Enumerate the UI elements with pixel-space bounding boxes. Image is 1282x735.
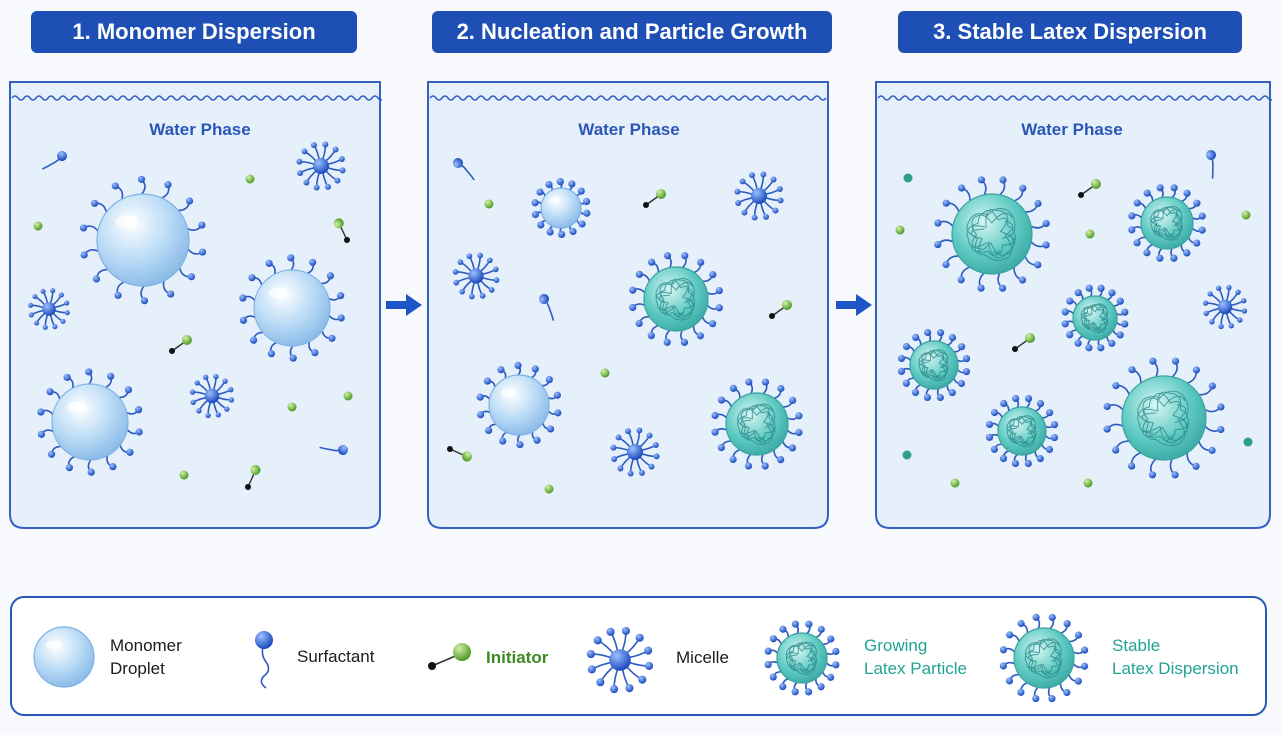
stage-1-title: 1. Monomer Dispersion xyxy=(72,19,316,44)
monomer-molecule xyxy=(245,174,255,184)
initiator-molecule xyxy=(1012,333,1035,352)
growing-latex-particle xyxy=(711,378,803,470)
micelle-icon xyxy=(586,626,654,694)
monomer-molecule xyxy=(343,391,353,401)
arrow-right-icon xyxy=(836,294,872,316)
micelle xyxy=(296,141,346,191)
monomer-molecule xyxy=(287,402,297,412)
growing-latex-particle xyxy=(764,620,840,696)
stable-latex-particle xyxy=(1061,284,1129,352)
initiator-icon xyxy=(428,643,471,670)
monomer-droplet xyxy=(476,361,562,449)
surfactant-icon xyxy=(255,631,273,689)
monomer-molecule xyxy=(902,450,912,460)
monomer-droplet xyxy=(531,178,591,238)
water-surface xyxy=(877,95,1272,101)
growing-latex-particle-icon xyxy=(764,620,840,696)
monomer-droplet xyxy=(33,626,95,688)
surfactant-molecule xyxy=(453,158,475,181)
legend-surfactant-label: Surfactant xyxy=(297,647,375,666)
monomer-molecule xyxy=(895,225,905,235)
monomer-molecule xyxy=(1085,229,1095,239)
monomer-molecule xyxy=(1243,437,1253,447)
stage-3-phase-label: Water Phase xyxy=(1021,120,1122,139)
legend-initiator-label: Initiator xyxy=(486,648,549,667)
arrow-right-icon xyxy=(386,294,422,316)
initiator-molecule xyxy=(1078,179,1101,198)
monomer-molecule xyxy=(903,173,913,183)
monomer-molecule xyxy=(544,484,554,494)
stage-1-header: 1. Monomer Dispersion xyxy=(31,11,357,53)
water-surface xyxy=(429,95,827,101)
micelle xyxy=(610,427,660,477)
stable-latex-particle xyxy=(985,394,1059,468)
growing-latex-particle xyxy=(629,252,723,346)
stage-3-title: 3. Stable Latex Dispersion xyxy=(933,19,1207,44)
initiator-molecule xyxy=(769,300,792,319)
initiator-molecule xyxy=(446,446,473,462)
micelle xyxy=(586,626,654,694)
legend-growing-latex-label: Growing Latex Particle xyxy=(864,636,967,678)
micelle xyxy=(1202,284,1248,330)
stage-1-tank-svg: Water Phase xyxy=(9,81,382,529)
tank-body xyxy=(427,81,829,529)
initiator-molecule xyxy=(169,335,192,354)
tank-body xyxy=(875,81,1271,529)
monomer-molecule xyxy=(950,478,960,488)
stage-3-tank: Water Phase xyxy=(874,80,1272,530)
monomer-droplet xyxy=(79,175,207,305)
monomer-droplet-icon xyxy=(33,626,95,688)
micelle xyxy=(734,171,784,221)
monomer-molecule xyxy=(33,221,43,231)
surfactant-molecule xyxy=(539,294,555,321)
stable-latex-particle xyxy=(897,328,971,402)
micelle xyxy=(28,288,70,330)
stable-latex-particle xyxy=(999,613,1089,703)
legend: Monomer Droplet Surfactant Initiator Mic… xyxy=(10,596,1267,716)
stable-latex-particle xyxy=(1128,184,1206,262)
stage-3-header: 3. Stable Latex Dispersion xyxy=(898,11,1242,53)
monomer-molecule xyxy=(600,368,610,378)
surfactant-molecule xyxy=(255,631,273,689)
legend-stable-latex-label: Stable Latex Dispersion xyxy=(1112,636,1239,678)
monomer-droplet xyxy=(239,254,345,362)
micelle xyxy=(452,252,500,300)
monomer-molecule xyxy=(1241,210,1251,220)
stable-latex-dispersion-icon xyxy=(999,613,1089,703)
legend-micelle-label: Micelle xyxy=(676,648,729,667)
surfactant-molecule xyxy=(42,151,67,170)
stable-latex-particle xyxy=(934,176,1050,292)
surfactant-molecule xyxy=(319,445,348,455)
monomer-molecule xyxy=(1083,478,1093,488)
stage-2-title: 2. Nucleation and Particle Growth xyxy=(456,19,808,44)
initiator-molecule xyxy=(333,218,350,243)
stage-3-tank-svg: Water Phase xyxy=(875,81,1272,529)
legend-monomer-droplet-label: Monomer Droplet xyxy=(110,636,182,678)
monomer-droplet xyxy=(37,368,143,476)
stage-2-header: 2. Nucleation and Particle Growth xyxy=(432,11,832,53)
initiator-molecule xyxy=(245,464,261,490)
stage-2-phase-label: Water Phase xyxy=(578,120,679,139)
stage-1-phase-label: Water Phase xyxy=(149,120,250,139)
stage-2-tank: Water Phase xyxy=(426,80,830,530)
monomer-molecule xyxy=(179,470,189,480)
initiator-molecule xyxy=(428,643,471,670)
stable-latex-particle xyxy=(1103,357,1225,479)
stage-2-tank-svg: Water Phase xyxy=(427,81,829,529)
monomer-molecule xyxy=(484,199,494,209)
initiator-molecule xyxy=(643,189,666,208)
water-surface xyxy=(11,95,382,101)
micelle xyxy=(189,373,235,419)
surfactant-molecule xyxy=(1206,150,1216,179)
stage-1-tank: Water Phase xyxy=(8,80,382,530)
